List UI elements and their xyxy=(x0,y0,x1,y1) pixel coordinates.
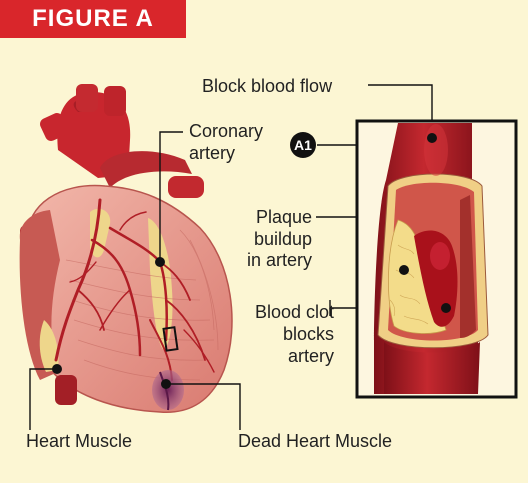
pulmonary-branch xyxy=(168,176,204,198)
a1-badge-text: A1 xyxy=(294,137,312,153)
heart-muscle-dot xyxy=(52,364,62,374)
vessel-top-shine xyxy=(424,124,448,176)
label-dead-heart-muscle: Dead Heart Muscle xyxy=(238,431,392,451)
artery-inset xyxy=(355,119,518,399)
label-coronary-1: Coronary xyxy=(189,121,263,141)
plaque-texture xyxy=(389,244,429,325)
inferior-vessel xyxy=(55,375,77,405)
lumen-shade xyxy=(460,195,476,338)
figure-title: FIGURE A xyxy=(0,0,186,38)
vessel-branch-3 xyxy=(104,86,126,116)
clot-dot xyxy=(441,303,451,313)
plaque-dot xyxy=(399,265,409,275)
fat-deposit-1 xyxy=(90,208,111,258)
label-clot-1: Blood clot xyxy=(255,302,334,322)
label-plaque-2: buildup xyxy=(254,229,312,249)
fat-deposit-3 xyxy=(39,320,59,372)
vessel-branch-1 xyxy=(40,113,68,141)
label-plaque-1: Plaque xyxy=(256,207,312,227)
vessel-lower xyxy=(384,342,480,394)
label-coronary-2: artery xyxy=(189,143,235,163)
dead-muscle-dot xyxy=(161,379,171,389)
heart-illustration xyxy=(19,84,233,414)
dead-muscle-region xyxy=(152,370,184,410)
clot-highlight xyxy=(430,242,450,270)
block-flow-dot xyxy=(427,133,437,143)
coronary-dot xyxy=(155,257,165,267)
a1-badge: A1 xyxy=(290,132,316,158)
label-plaque-3: in artery xyxy=(247,250,312,270)
dead-muscle-vessel xyxy=(159,371,170,411)
label-clot-3: artery xyxy=(288,346,334,366)
vessel-branch-2 xyxy=(76,84,98,112)
blockage-marker xyxy=(162,326,179,352)
pulmonary-trunk xyxy=(100,151,192,188)
label-heart-muscle: Heart Muscle xyxy=(26,431,132,451)
label-block-blood-flow: Block blood flow xyxy=(202,76,333,96)
label-clot-2: blocks xyxy=(283,324,334,344)
